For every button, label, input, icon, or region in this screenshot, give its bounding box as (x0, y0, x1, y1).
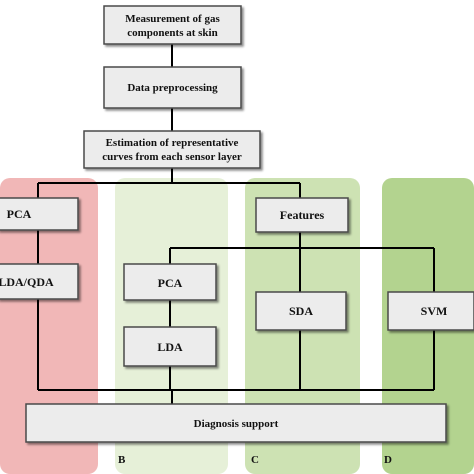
column-d-letter: D (384, 454, 392, 466)
measurement-box: Measurement of gas components at skin (103, 5, 242, 45)
lda-qda-box: LDA/QDA (0, 263, 79, 300)
sda-label: SDA (289, 304, 313, 318)
lda-label: LDA (157, 340, 183, 354)
sda-box: SDA (255, 291, 347, 331)
measurement-label-line-1: Measurement of gas (125, 13, 220, 25)
pca-a-box: PCA (0, 197, 79, 231)
column-a-panel (0, 178, 98, 474)
column-c-letter: C (251, 454, 259, 466)
preprocessing-label: Data preprocessing (127, 82, 218, 94)
lda-qda-label: LDA/QDA (0, 275, 54, 289)
column-b-panel (115, 178, 228, 474)
lda-box: LDA (123, 326, 217, 367)
diagnosis-box: Diagnosis support (25, 403, 447, 443)
pca-b-label: PCA (158, 276, 183, 290)
features-label: Features (280, 208, 325, 222)
diagnosis-label: Diagnosis support (194, 418, 279, 430)
estimation-label-line-1: Estimation of representative (106, 137, 239, 149)
preprocessing-box: Data preprocessing (103, 66, 242, 109)
features-box: Features (255, 197, 349, 233)
column-b-letter: B (118, 454, 126, 466)
measurement-label-line-2: components at skin (127, 27, 217, 39)
connector-lines (37, 44, 435, 404)
estimation-label-line-2: curves from each sensor layer (102, 151, 242, 163)
pca-a-label: PCA (7, 207, 32, 221)
svm-box: SVM (387, 291, 474, 331)
svm-label: SVM (421, 304, 448, 318)
estimation-box: Estimation of representative curves from… (83, 130, 261, 169)
pca-b-box: PCA (123, 263, 217, 301)
